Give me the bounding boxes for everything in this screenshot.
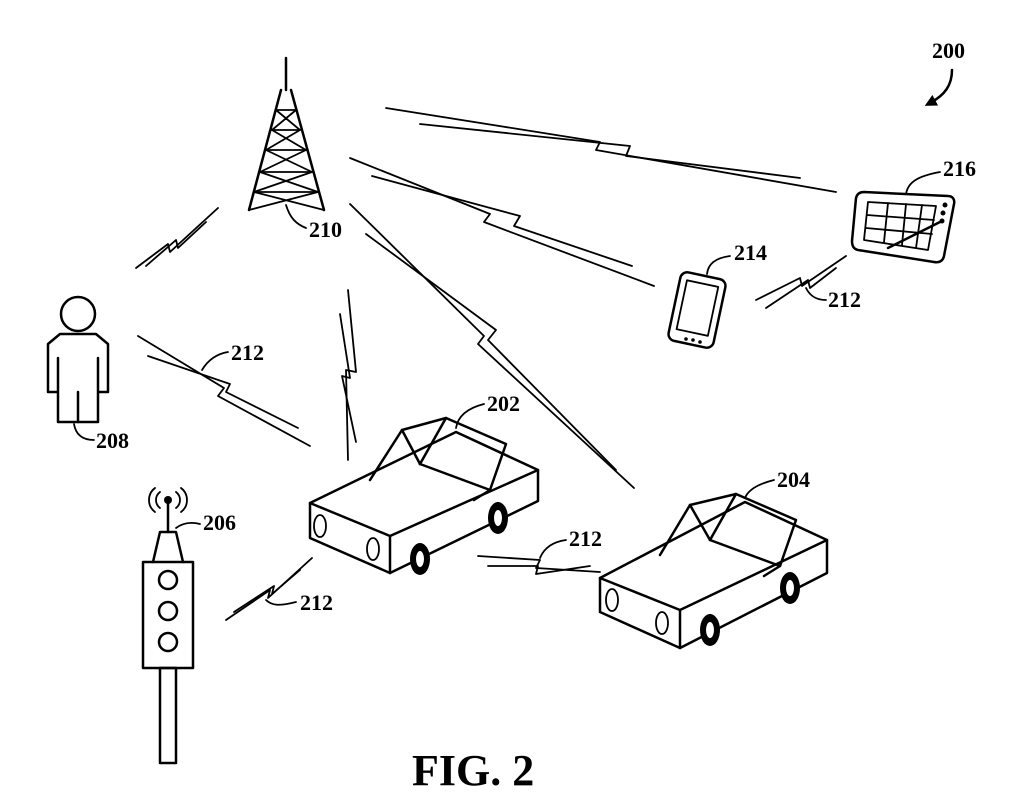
vehicle-202-leader xyxy=(455,403,485,429)
link-212-leader-b xyxy=(805,287,827,301)
lightning-link-icon xyxy=(349,203,635,489)
link-ref-label-a: 212 xyxy=(231,340,264,365)
cell-tower-icon xyxy=(247,56,326,212)
tablet-leader xyxy=(905,171,941,195)
system-ref-label: 200 xyxy=(932,38,965,63)
pedestrian-leader xyxy=(73,423,95,441)
lightning-link-icon xyxy=(339,289,357,461)
tablet-ref-label: 216 xyxy=(943,156,976,181)
smartphone-leader xyxy=(706,255,731,275)
vehicle-204-leader xyxy=(744,479,775,499)
vehicle-204-ref-label: 204 xyxy=(777,467,810,492)
pedestrian-ref-label: 208 xyxy=(96,428,129,453)
lightning-link-icon xyxy=(755,255,847,309)
link-212-leader-c xyxy=(265,599,297,606)
lightning-link-icon xyxy=(135,207,219,269)
smartphone-ref-label: 214 xyxy=(734,240,767,265)
link-212-leader-a xyxy=(201,351,229,371)
link-ref-label-d: 212 xyxy=(569,526,602,551)
smartphone-icon xyxy=(667,271,727,349)
link-ref-label-c: 212 xyxy=(300,590,333,615)
tablet-icon xyxy=(850,190,956,264)
system-ref-arrow xyxy=(924,68,954,106)
traffic-signal-ref-label: 206 xyxy=(203,510,236,535)
car-icon xyxy=(598,492,829,650)
link-ref-label-b: 212 xyxy=(828,287,861,312)
lightning-link-icon xyxy=(349,157,655,287)
link-212-leader-d xyxy=(539,539,567,559)
lightning-link-icon xyxy=(385,107,837,193)
car-icon xyxy=(308,416,540,575)
traffic-light-icon xyxy=(141,487,195,765)
person-icon xyxy=(46,295,110,424)
vehicle-202-ref-label: 202 xyxy=(487,391,520,416)
lightning-link-icon xyxy=(137,335,311,447)
cell-tower-ref-label: 210 xyxy=(309,217,342,242)
lightning-link-icon xyxy=(477,555,601,575)
lightning-link-icon xyxy=(225,557,313,621)
cell-tower-leader xyxy=(285,204,307,229)
traffic-signal-leader xyxy=(175,521,201,529)
figure-caption: FIG. 2 xyxy=(412,746,534,795)
